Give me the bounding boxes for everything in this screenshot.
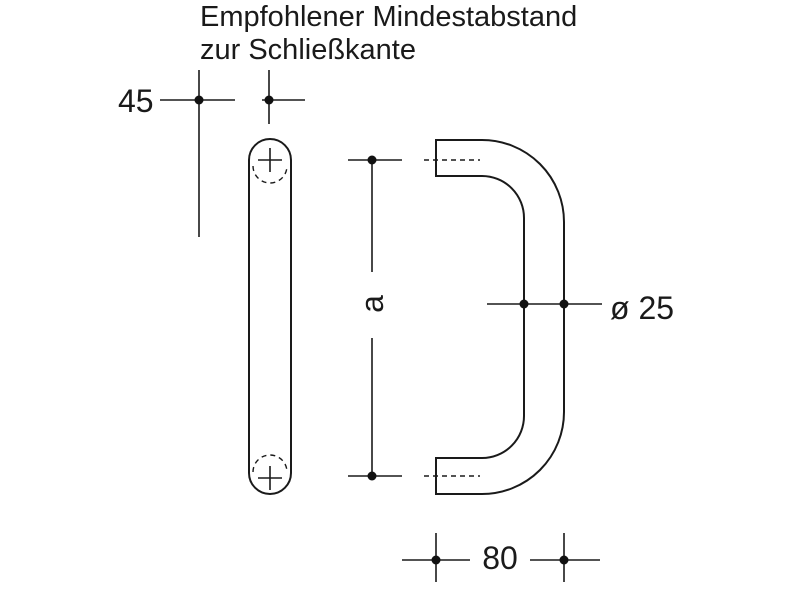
min-distance-label: 45 bbox=[118, 83, 154, 119]
depth-dot-right bbox=[559, 555, 569, 565]
depth-label: 80 bbox=[482, 540, 518, 576]
spacing-dimension: a bbox=[348, 155, 402, 481]
spacing-dot-bottom bbox=[367, 471, 377, 481]
spacing-label: a bbox=[354, 295, 390, 313]
top-hole-circle bbox=[252, 165, 288, 184]
min-distance-dot-right bbox=[264, 95, 274, 105]
diameter-dimension: ø 25 bbox=[487, 290, 674, 326]
caption-line-2: zur Schließkante bbox=[200, 34, 416, 66]
handle-front-outline bbox=[248, 138, 292, 495]
min-distance-dot-left bbox=[194, 95, 204, 105]
handle-side-outline bbox=[435, 139, 565, 495]
depth-dot-left bbox=[431, 555, 441, 565]
bottom-hole-circle bbox=[252, 454, 288, 473]
diameter-label: ø 25 bbox=[610, 290, 674, 326]
caption-line-1: Empfohlener Mindestabstand bbox=[200, 1, 577, 33]
diameter-dot-inner bbox=[519, 299, 529, 309]
handle-front-view bbox=[248, 138, 292, 495]
min-distance-dimension: 45 bbox=[118, 70, 305, 237]
diameter-dot-outer bbox=[559, 299, 569, 309]
spacing-dot-top bbox=[367, 155, 377, 165]
handle-side-view bbox=[424, 139, 565, 495]
depth-dimension: 80 bbox=[402, 533, 600, 582]
